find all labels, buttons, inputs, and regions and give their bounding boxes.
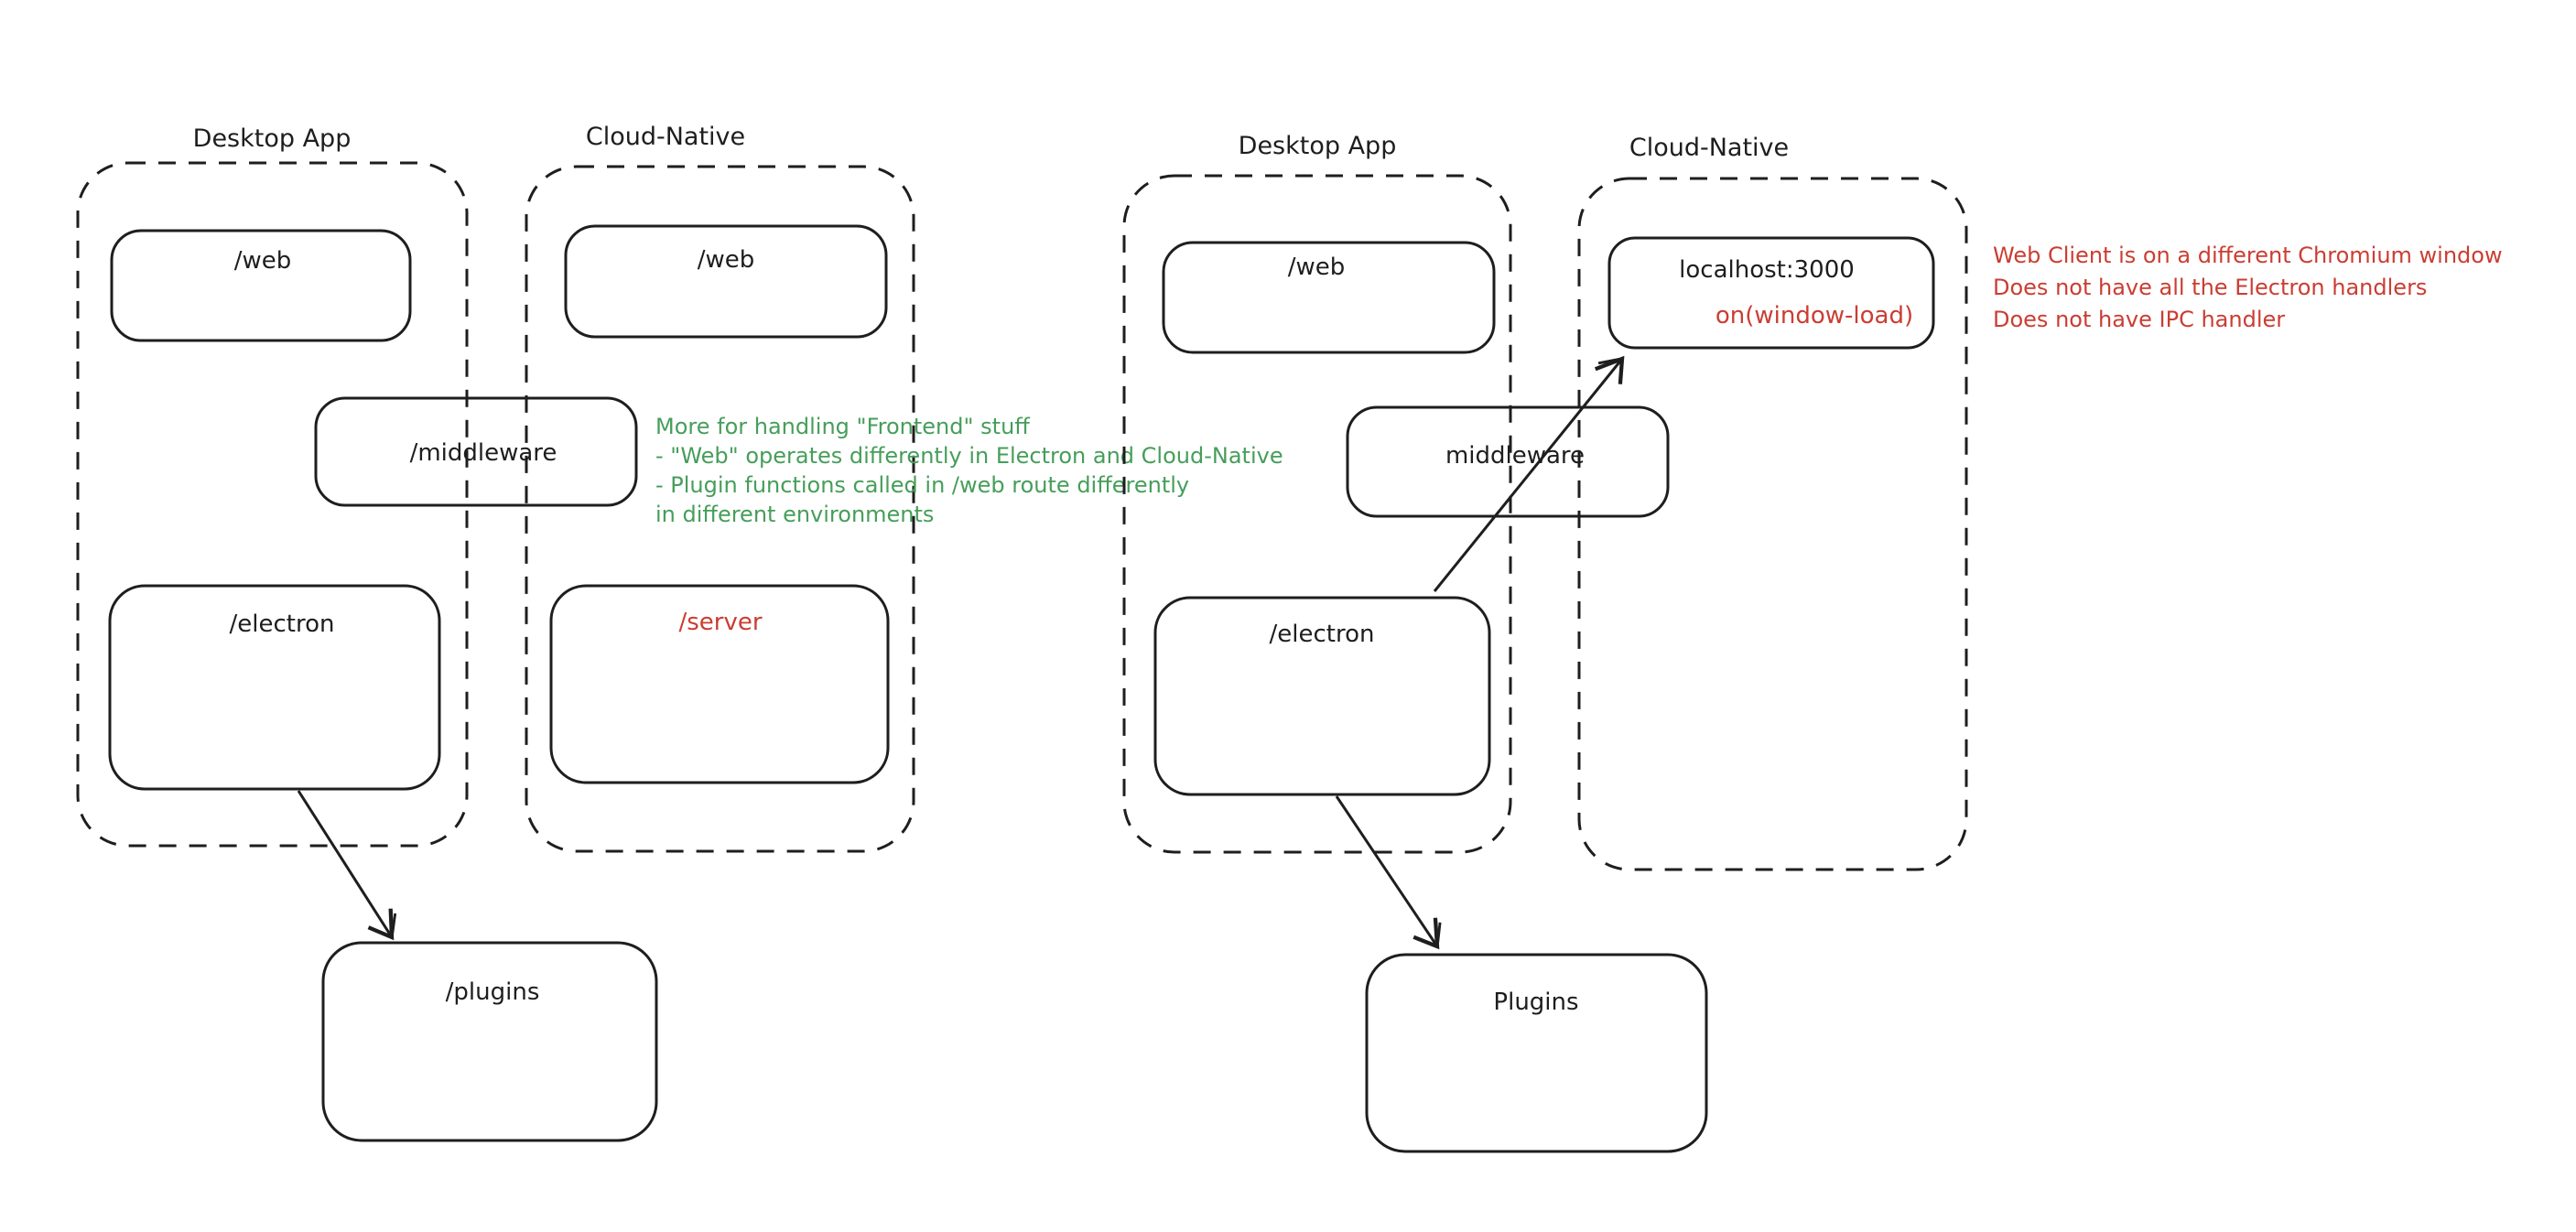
left-arrow-electron-to-plugins	[297, 790, 397, 941]
left-electron-box	[108, 584, 441, 791]
right-middleware-label: middleware	[1445, 442, 1585, 470]
left-desktop-web-label: /web	[234, 247, 292, 275]
left-desktop-app-title: Desktop App	[193, 124, 352, 153]
right-arrow-electron-to-localhost	[1433, 355, 1625, 592]
right-desktop-app-container	[1122, 174, 1512, 854]
right-desktop-app-title: Desktop App	[1239, 132, 1397, 160]
localhost-box	[1607, 236, 1935, 350]
left-server-label: /server	[678, 609, 762, 636]
left-desktop-web-box	[110, 229, 412, 342]
right-desktop-web-box	[1162, 241, 1496, 354]
right-arrow-electron-to-plugins	[1335, 795, 1442, 950]
right-electron-box	[1153, 596, 1491, 796]
left-plugins-label: /plugins	[446, 978, 540, 1006]
red-note: Web Client is on a different Chromium wi…	[1993, 243, 2503, 332]
right-plugins-box	[1365, 953, 1708, 1153]
right-desktop-web-label: /web	[1288, 254, 1346, 281]
right-middleware-box	[1346, 405, 1670, 518]
left-plugins-box	[321, 941, 658, 1142]
green-note-line-2: - "Web" operates differently in Electron…	[655, 443, 1283, 469]
right-electron-label: /electron	[1270, 621, 1375, 648]
left-server-box	[549, 584, 890, 784]
red-note-line-2: Does not have all the Electron handlers	[1993, 275, 2427, 300]
left-cloud-web-box	[564, 224, 888, 339]
green-note-line-1: More for handling "Frontend" stuff	[655, 414, 1030, 439]
right-cloud-native-title: Cloud-Native	[1629, 134, 1789, 162]
left-cloud-web-label: /web	[698, 246, 755, 274]
left-cloud-native-title: Cloud-Native	[586, 123, 745, 151]
on-window-load-label: on(window-load)	[1716, 302, 1913, 330]
left-middleware-label: /middleware	[410, 439, 557, 467]
green-note-line-4: in different environments	[655, 502, 934, 527]
right-cloud-native-container	[1577, 177, 1968, 871]
red-note-line-1: Web Client is on a different Chromium wi…	[1993, 243, 2503, 268]
localhost-label: localhost:3000	[1679, 256, 1855, 284]
red-note-line-3: Does not have IPC handler	[1993, 307, 2285, 332]
left-electron-label: /electron	[230, 611, 335, 638]
left-middleware-box	[314, 396, 638, 507]
right-plugins-label: Plugins	[1493, 989, 1578, 1016]
green-note: More for handling "Frontend" stuff - "We…	[655, 414, 1283, 527]
green-note-line-3: - Plugin functions called in /web route …	[655, 472, 1189, 498]
